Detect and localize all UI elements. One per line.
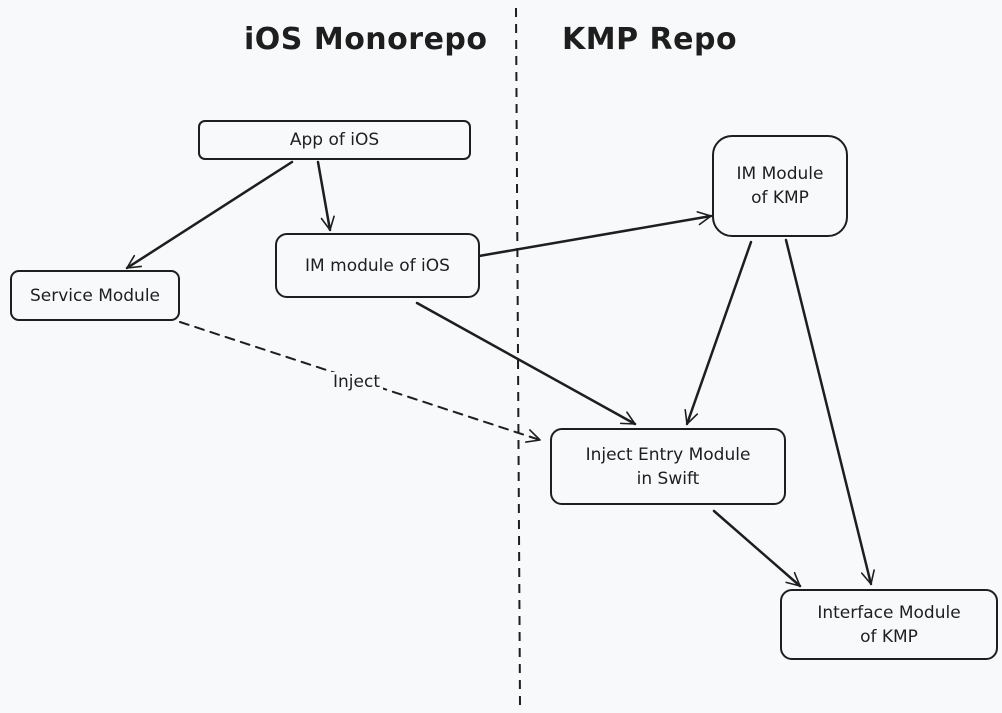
heading-kmp-repo: KMP Repo <box>562 22 738 57</box>
repo-divider <box>515 7 521 706</box>
edge-app-to-im-ios <box>316 160 335 232</box>
edge-label-inject: Inject <box>330 372 383 392</box>
edge-im-kmp-to-inject-entry <box>684 240 753 426</box>
node-im-module-of-kmp: IM Module of KMP <box>712 135 848 237</box>
edge-service-inject-dashed <box>179 321 541 443</box>
node-service-module: Service Module <box>10 270 180 321</box>
edge-im-kmp-to-interface-kmp <box>784 238 875 586</box>
edge-app-to-service <box>125 160 294 270</box>
node-interface-module-of-kmp: Interface Module of KMP <box>780 589 998 660</box>
node-inject-entry-module: Inject Entry Module in Swift <box>550 428 786 505</box>
edge-im-ios-to-im-kmp <box>477 211 713 258</box>
heading-ios-monorepo: iOS Monorepo <box>244 22 488 57</box>
edge-im-ios-to-inject-entry <box>415 301 637 426</box>
node-app-of-ios: App of iOS <box>198 120 471 160</box>
edge-inject-entry-to-interface-kmp <box>712 509 802 588</box>
node-im-module-of-ios: IM module of iOS <box>275 233 480 298</box>
